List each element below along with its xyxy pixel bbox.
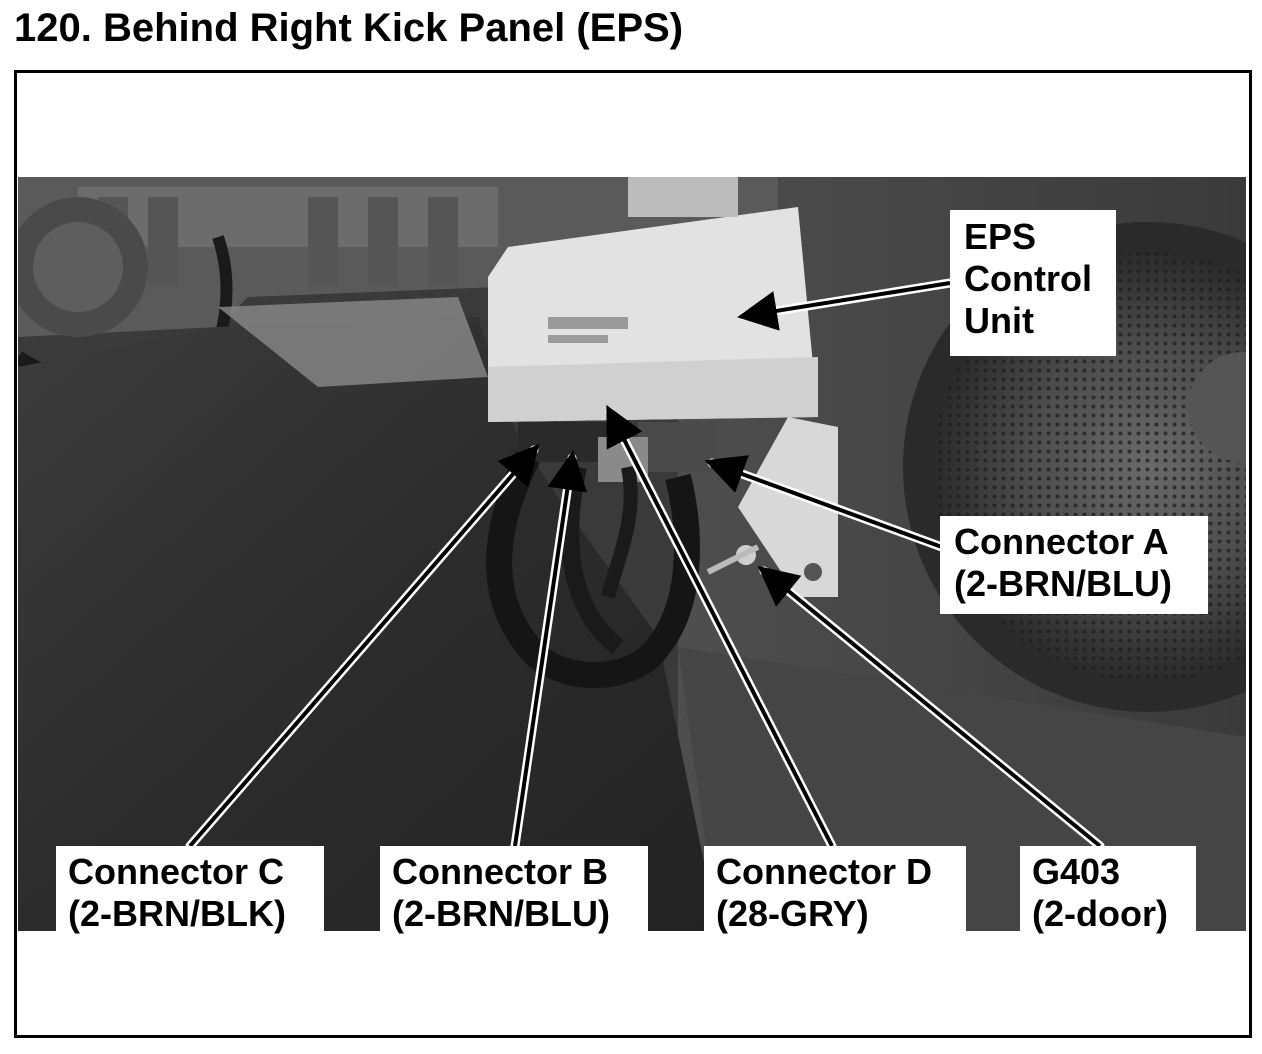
leader-connector-b	[513, 450, 588, 847]
leader-g403	[757, 565, 1102, 848]
callout-g403: G403 (2-door)	[1020, 846, 1196, 934]
leader-connector-c	[188, 443, 540, 848]
leader-connector-a	[704, 455, 951, 552]
callout-g403-line2: (2-door)	[1032, 893, 1168, 934]
mounting-bracket	[738, 417, 838, 597]
callout-g403-line1: G403	[1032, 851, 1121, 892]
callout-connector-b: Connector B (2-BRN/BLU)	[380, 846, 648, 934]
callout-connector-d-line2: (28-GRY)	[716, 893, 869, 934]
callout-connector-a-line2: (2-BRN/BLU)	[954, 563, 1172, 604]
callout-eps-control-unit: EPS Control Unit	[950, 210, 1116, 356]
callout-connector-d: Connector D (28-GRY)	[704, 846, 966, 934]
callout-connector-c: Connector C (2-BRN/BLK)	[56, 846, 324, 934]
callout-connector-d-line1: Connector D	[716, 851, 932, 892]
callout-eps-line2: Control	[964, 258, 1092, 299]
callout-connector-b-line2: (2-BRN/BLU)	[392, 893, 610, 934]
leader-eps-unit	[737, 281, 951, 331]
callout-connector-c-line1: Connector C	[68, 851, 284, 892]
callout-connector-a: Connector A (2-BRN/BLU)	[940, 516, 1208, 614]
callout-eps-line1: EPS	[964, 216, 1037, 257]
callout-connector-c-line2: (2-BRN/BLK)	[68, 893, 286, 934]
callout-connector-b-line1: Connector B	[392, 851, 608, 892]
leader-connector-d	[606, 404, 834, 847]
callout-connector-a-line1: Connector A	[954, 521, 1169, 562]
page-title: 120. Behind Right Kick Panel (EPS)	[14, 6, 684, 50]
callout-eps-line3: Unit	[964, 300, 1034, 341]
carpet	[18, 317, 718, 931]
